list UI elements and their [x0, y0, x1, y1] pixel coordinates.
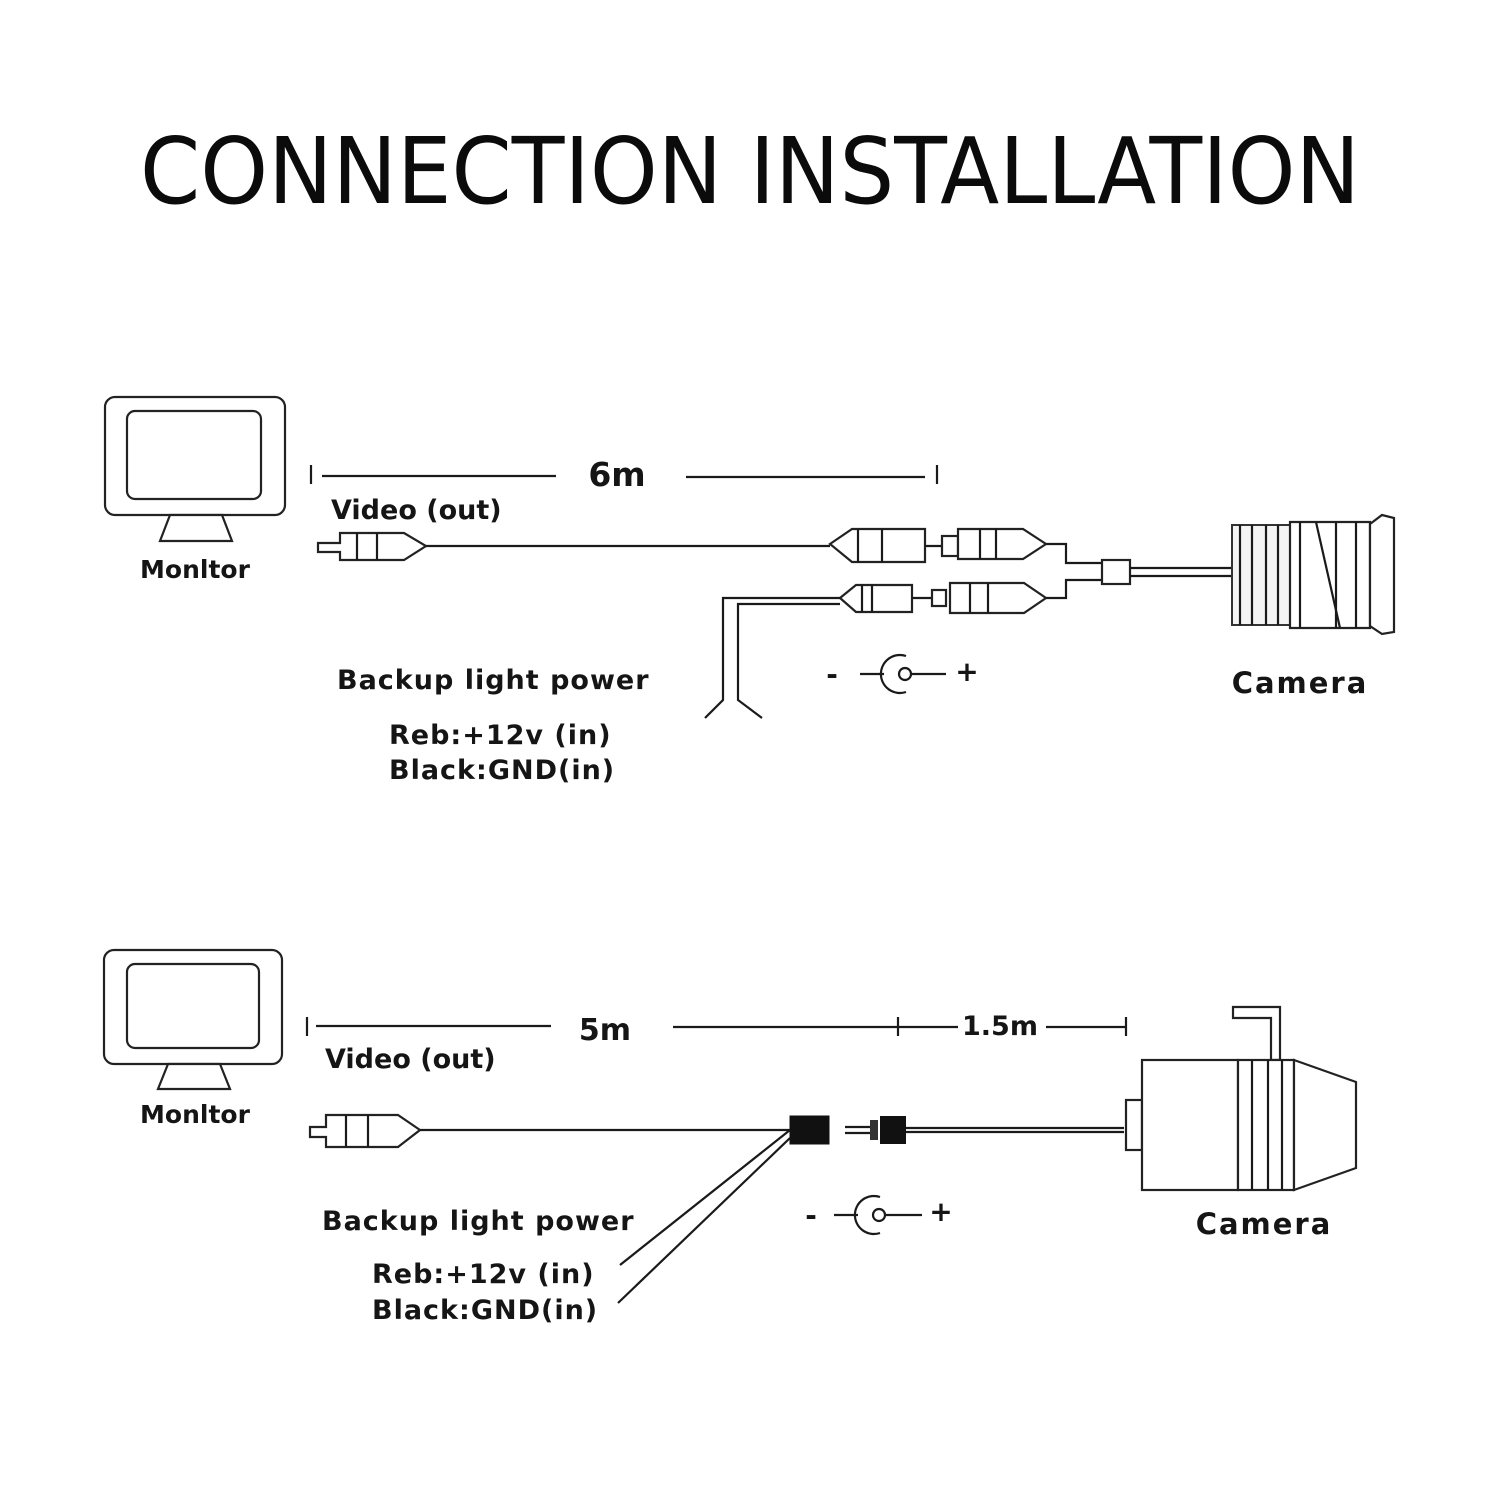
video-out-label: Video (out)	[325, 1044, 496, 1075]
monitor-icon	[103, 395, 287, 543]
black-wire-label: Black:GND(in)	[372, 1295, 598, 1326]
dc-polarity-icon: - +	[805, 1194, 953, 1236]
monitor-label: Monltor	[140, 1100, 251, 1129]
polarity-minus: -	[805, 1199, 817, 1232]
monitor-icon	[102, 948, 284, 1091]
rca-connector-icon	[828, 527, 1049, 564]
length-dimension	[309, 465, 939, 484]
black-wire-label: Black:GND(in)	[389, 755, 615, 786]
length-dimension	[305, 1017, 1128, 1036]
length-label: 5m	[579, 1013, 631, 1048]
red-wire-label: Reb:+12v (in)	[389, 720, 612, 751]
red-wire-label: Reb:+12v (in)	[372, 1259, 595, 1290]
bottom-diagram: Monltor 5m 1.5m Video (out)	[102, 948, 1358, 1326]
polarity-minus: -	[826, 658, 838, 691]
rca-connector-icon	[838, 581, 1048, 615]
polarity-plus: +	[955, 655, 978, 688]
dc-polarity-icon: - +	[826, 653, 979, 695]
dc-jack	[789, 1115, 830, 1145]
power-heading: Backup light power	[322, 1206, 635, 1237]
rca-connector-icon	[316, 531, 429, 562]
length-label: 6m	[588, 455, 645, 494]
camera-icon	[1124, 1005, 1358, 1192]
rca-connector-icon	[308, 1113, 422, 1149]
monitor-label: Monltor	[140, 555, 251, 584]
camera-icon	[1231, 513, 1396, 636]
camera-label: Camera	[1196, 1207, 1333, 1241]
power-heading: Backup light power	[337, 665, 650, 696]
top-diagram: Monltor 6m Video (out)	[103, 395, 1396, 786]
dc-plug	[845, 1116, 906, 1144]
polarity-plus: +	[929, 1195, 952, 1228]
video-out-label: Video (out)	[331, 495, 502, 526]
page-title: CONNECTION INSTALLATION	[140, 118, 1360, 225]
length-label-2: 1.5m	[962, 1011, 1038, 1042]
camera-label: Camera	[1232, 666, 1369, 700]
